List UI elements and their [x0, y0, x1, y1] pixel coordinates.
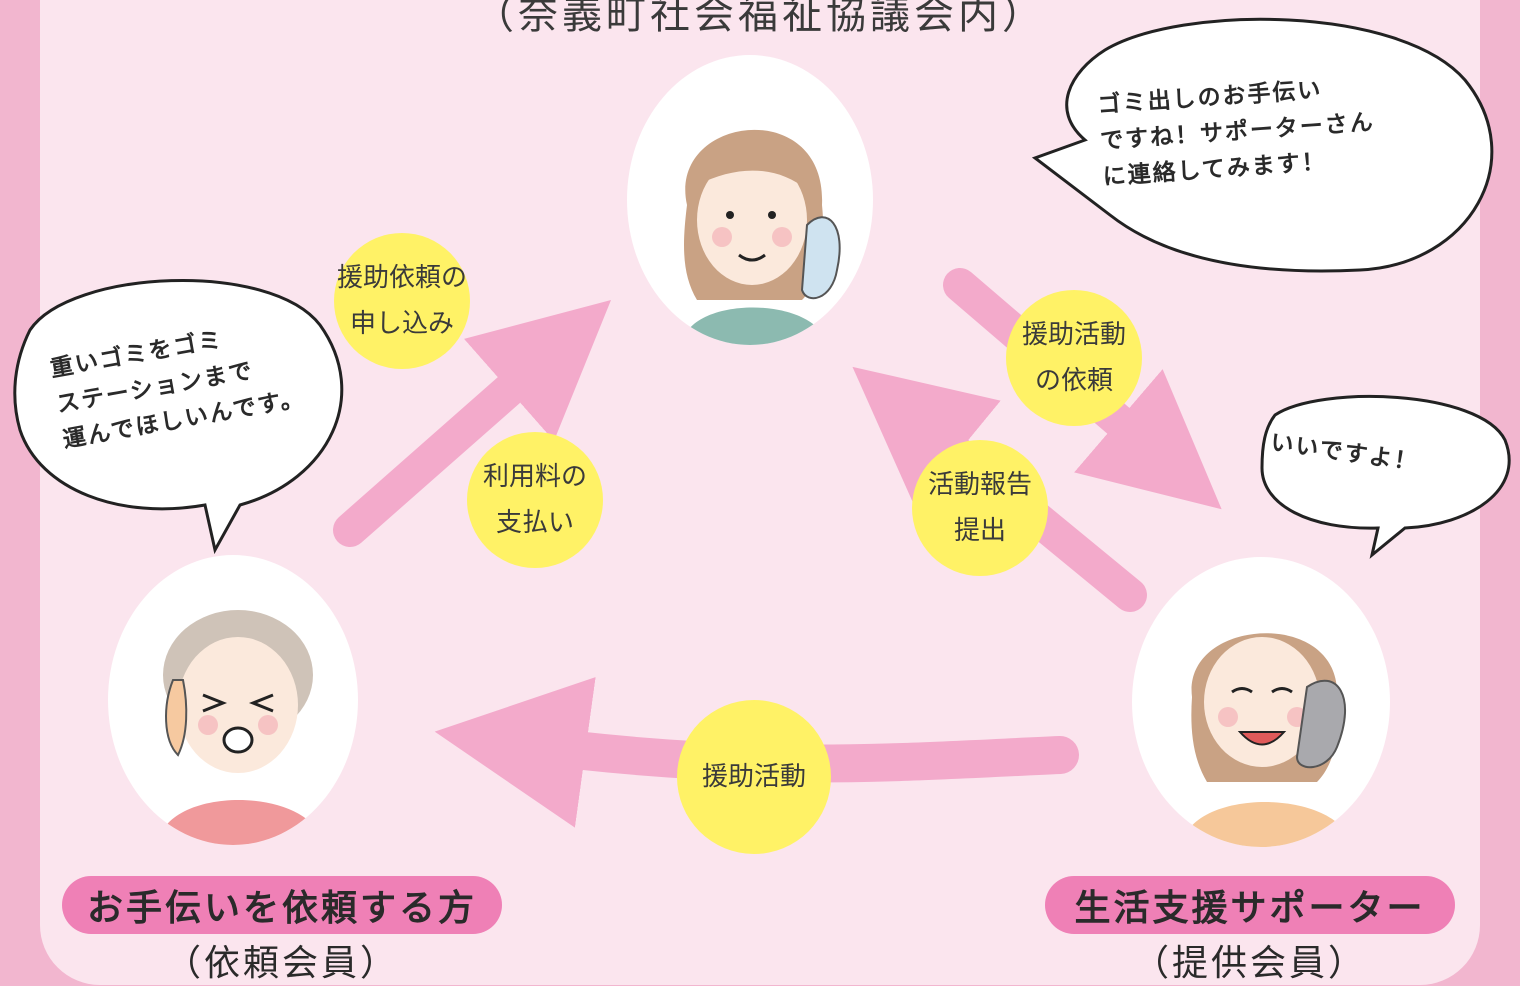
supporter-speech-bubble: [1260, 394, 1511, 559]
step-payment: 利用料の支払い: [467, 432, 603, 568]
step-report: 活動報告提出: [912, 440, 1048, 576]
requester-illustration: [108, 555, 358, 845]
requester-speech-bubble: [13, 278, 344, 555]
coordinator-speech-bubble: [1031, 17, 1494, 273]
supporter-role-label: 生活支援サポーター: [1045, 876, 1455, 934]
supporter-member-label: （提供会員）: [1132, 943, 1367, 984]
arrow-application: [333, 300, 612, 547]
step-application: 援助依頼の申し込み: [334, 233, 470, 369]
supporter-illustration: [1132, 557, 1390, 847]
step-request: 援助活動の依頼: [1006, 290, 1142, 426]
coordinator-speech-text: ゴミ出しのお手伝い ですね！サポーターさん に連絡してみます！: [1096, 77, 1376, 191]
coordinator-illustration: [627, 55, 873, 345]
requester-role-label: お手伝いを依頼する方: [62, 876, 502, 934]
office-caption: （奈義町社会福祉協議会内）: [474, 0, 1046, 38]
requester-member-label: （依頼会員）: [164, 943, 399, 984]
step-activity: 援助活動: [677, 700, 831, 854]
